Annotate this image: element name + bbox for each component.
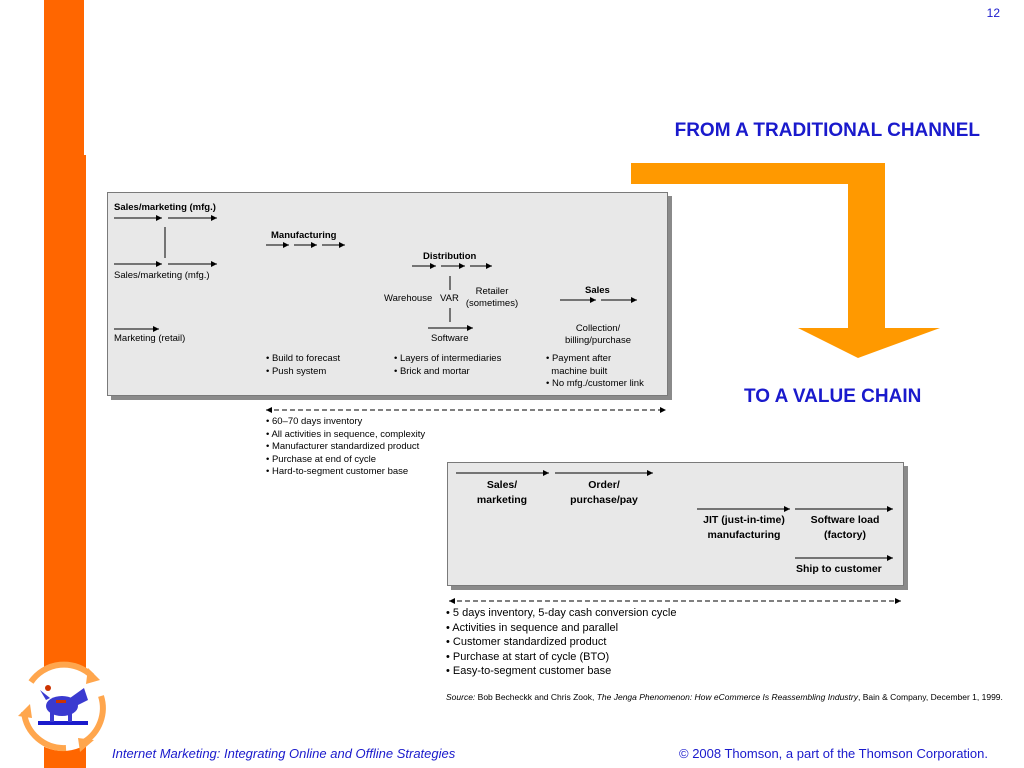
var-label: VAR bbox=[440, 293, 459, 304]
list-item: • 5 days inventory, 5-day cash conversio… bbox=[446, 607, 677, 619]
accent-bar-notch bbox=[84, 0, 88, 155]
sales-label: Sales bbox=[585, 285, 610, 296]
list-item: • Purchase at end of cycle bbox=[266, 453, 376, 465]
dog-mascot-icon bbox=[38, 685, 88, 725]
slide-number: 12 bbox=[986, 6, 1000, 20]
distribution-bullets: • Layers of intermediaries • Brick and m… bbox=[394, 353, 502, 377]
source-rest: , Bain & Company, December 1, 1999. bbox=[858, 692, 1003, 702]
vc-software-load-label: Software load (factory) bbox=[810, 514, 880, 541]
manufacturing-bullets: • Build to forecast • Push system bbox=[266, 353, 341, 377]
footer-copyright: © 2008 Thomson, a part of the Thomson Co… bbox=[679, 746, 988, 761]
sales-marketing-mfg-label: Sales/marketing (mfg.) bbox=[114, 202, 216, 213]
distribution-label: Distribution bbox=[423, 251, 477, 262]
marketing-retail-label: Marketing (retail) bbox=[114, 333, 186, 344]
warehouse-label: Warehouse bbox=[384, 293, 433, 304]
vc-jit-label: JIT (just-in-time) manufacturing bbox=[703, 514, 785, 541]
vc-order-label: Order/ purchase/pay bbox=[570, 479, 638, 506]
source-prefix: Source: bbox=[446, 692, 476, 702]
traditional-channel-box bbox=[107, 192, 668, 396]
list-item: • All activities in sequence, complexity bbox=[266, 428, 426, 440]
list-item: • Customer standardized product bbox=[446, 636, 607, 648]
retailer-label: Retailer (sometimes) bbox=[465, 286, 519, 309]
footer-book-title: Internet Marketing: Integrating Online a… bbox=[112, 746, 456, 761]
vc-ship-label: Ship to customer bbox=[796, 563, 882, 575]
source-citation: Source: Bob Becheckk and Chris Zook, The… bbox=[446, 692, 1003, 702]
sales-bullets: • Payment after machine built • No mfg./… bbox=[546, 353, 644, 389]
list-item: • Activities in sequence and parallel bbox=[446, 621, 619, 634]
software-label: Software bbox=[431, 333, 469, 344]
from-heading: FROM A TRADITIONAL CHANNEL bbox=[674, 120, 980, 141]
list-item: • Manufacturer standardized product bbox=[266, 441, 420, 452]
to-heading: TO A VALUE CHAIN bbox=[744, 386, 922, 407]
list-item: • Easy-to-segment customer base bbox=[446, 665, 612, 677]
sales-marketing-mfg-label-2: Sales/marketing (mfg.) bbox=[114, 270, 210, 281]
source-authors: Bob Becheckk and Chris Zook, bbox=[475, 692, 597, 702]
value-chain-summary: • 5 days inventory, 5-day cash conversio… bbox=[446, 606, 676, 679]
vc-sales-marketing-label: Sales/ marketing bbox=[476, 479, 528, 506]
list-item: • Hard-to-segment customer base bbox=[266, 466, 409, 477]
manufacturing-label: Manufacturing bbox=[271, 230, 337, 241]
value-chain-box bbox=[447, 462, 904, 586]
list-item: • Purchase at start of cycle (BTO) bbox=[446, 650, 610, 663]
source-title: The Jenga Phenomenon: How eCommerce Is R… bbox=[596, 692, 858, 702]
list-item: • 60–70 days inventory bbox=[266, 416, 363, 427]
traditional-summary: • 60–70 days inventory • All activities … bbox=[266, 416, 425, 479]
collection-label: Collection/ billing/purchase bbox=[564, 323, 631, 346]
left-accent-bar bbox=[44, 0, 86, 768]
